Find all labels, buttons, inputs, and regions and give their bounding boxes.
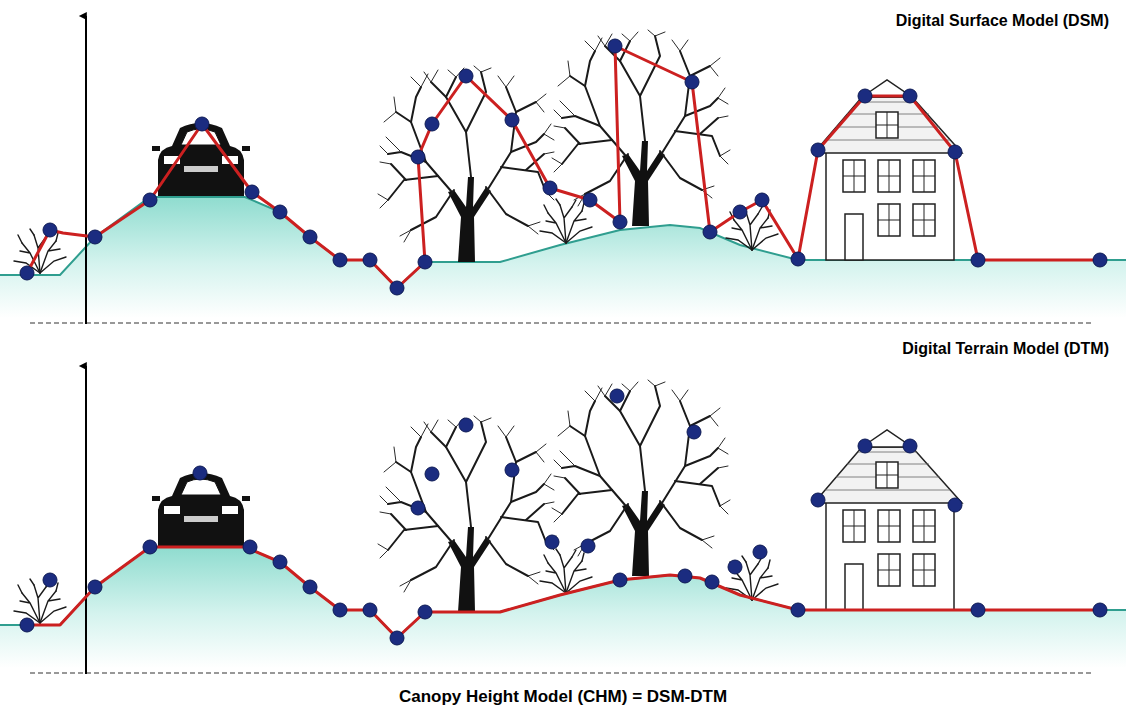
lidar-point (363, 253, 377, 267)
dtm-scene (0, 380, 1126, 668)
lidar-point (791, 603, 805, 617)
lidar-point (425, 117, 439, 131)
lidar-point (903, 89, 917, 103)
lidar-point (687, 425, 701, 439)
lidar-point (390, 631, 404, 645)
lidar-point (303, 230, 317, 244)
dsm-profile (27, 46, 1100, 288)
lidar-point (418, 255, 432, 269)
lidar-points (20, 39, 1107, 295)
caption: Canopy Height Model (CHM) = DSM-DTM (396, 686, 730, 708)
lidar-point (1093, 253, 1107, 267)
dsm-scene (0, 30, 1126, 318)
lidar-point (728, 560, 742, 574)
lidar-point (971, 253, 985, 267)
lidar-point (363, 603, 377, 617)
height-axis (85, 16, 87, 324)
lidar-point (811, 143, 825, 157)
lidar-point (459, 69, 473, 83)
datum-line (30, 672, 1092, 673)
lidar-point (948, 498, 962, 512)
lidar-point (88, 580, 102, 594)
lidar-point (193, 466, 207, 480)
lidar-point (613, 215, 627, 229)
lidar-point (613, 573, 627, 587)
height-axis (85, 366, 87, 674)
lidar-point (143, 193, 157, 207)
lidar-point (753, 545, 767, 559)
dtm-profile (27, 547, 1100, 638)
lidar-point (948, 145, 962, 159)
lidar-point (971, 603, 985, 617)
lidar-point (245, 185, 259, 199)
lidar-point (791, 252, 805, 266)
lidar-point (581, 539, 595, 553)
lidar-point (678, 569, 692, 583)
lidar-point (755, 193, 769, 207)
lidar-point (88, 230, 102, 244)
lidar-point (411, 150, 425, 164)
lidar-point (333, 253, 347, 267)
lidar-point (685, 75, 699, 89)
lidar-point (20, 618, 34, 632)
datum-line (30, 322, 1092, 323)
lidar-point (390, 281, 404, 295)
lidar-point (418, 605, 432, 619)
lidar-point (608, 39, 622, 53)
lidar-point (505, 113, 519, 127)
lidar-point (273, 555, 287, 569)
lidar-point (333, 603, 347, 617)
lidar-point (273, 205, 287, 219)
lidar-point (703, 225, 717, 239)
lidar-point (545, 535, 559, 549)
lidar-points (20, 389, 1107, 645)
lidar-point (20, 266, 34, 280)
lidar-point (505, 463, 519, 477)
lidar-point (143, 540, 157, 554)
lidar-point (705, 575, 719, 589)
panel-label: Digital Terrain Model (DTM) (899, 338, 1112, 359)
lidar-point (903, 439, 917, 453)
lidar-point (243, 540, 257, 554)
lidar-point (303, 580, 317, 594)
lidar-point (811, 493, 825, 507)
lidar-point (543, 181, 557, 195)
lidar-point (610, 389, 624, 403)
lidar-point (411, 501, 425, 515)
lidar-point (1093, 603, 1107, 617)
panel-label: Digital Surface Model (DSM) (893, 10, 1112, 31)
lidar-point (733, 205, 747, 219)
lidar-point (583, 193, 597, 207)
lidar-point (425, 467, 439, 481)
lidar-point (459, 418, 473, 432)
lidar-point (195, 117, 209, 131)
lidar-point (858, 439, 872, 453)
lidar-point (858, 89, 872, 103)
lidar-point (43, 223, 57, 237)
lidar-point (43, 573, 57, 587)
